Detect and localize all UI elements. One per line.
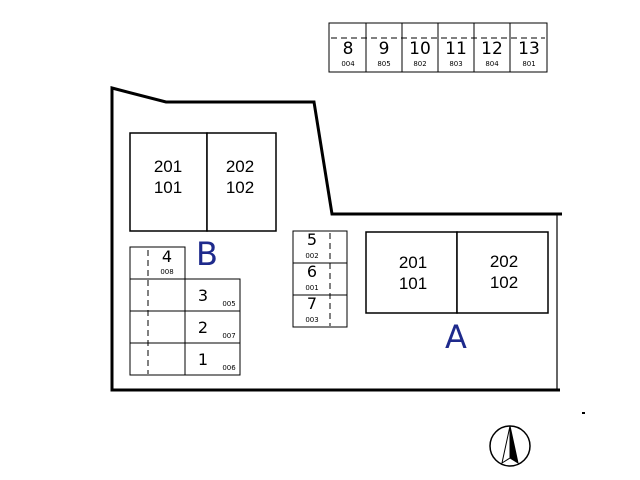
parking-code: 001 — [305, 284, 318, 292]
parking-code: 003 — [305, 316, 318, 324]
building-label: A — [445, 318, 467, 356]
parking-space: 12 804 — [481, 23, 511, 72]
tick-mark — [582, 412, 585, 414]
left-parking: 4 008 3 005 2 007 1 006 — [129, 246, 241, 376]
parking-space-frame — [129, 246, 186, 280]
parking-number: 9 — [379, 39, 390, 59]
unit-number: 101 — [154, 178, 182, 197]
unit-number: 101 — [399, 274, 427, 293]
top-parking-row: 8 004 9 805 10 802 11 803 12 804 13 801 — [328, 22, 548, 73]
parking-number: 3 — [198, 286, 208, 305]
parking-space: 8 004 — [341, 23, 367, 72]
parking-space: 9 805 — [377, 23, 403, 72]
building-b: 201 101 202 102 B — [129, 132, 277, 273]
parking-code: 008 — [160, 268, 173, 276]
parking-number: 13 — [518, 39, 540, 59]
parking-space-frame — [292, 294, 348, 328]
parking-number: 5 — [307, 230, 317, 249]
parking-space-frame — [129, 310, 186, 344]
building-a-unit-right — [456, 231, 549, 314]
parking-code: 804 — [485, 60, 499, 68]
unit-number: 201 — [154, 157, 182, 176]
parking-code: 002 — [305, 252, 318, 260]
parking-number: 1 — [198, 350, 208, 369]
unit-number: 202 — [490, 252, 518, 271]
parking-number: 2 — [198, 318, 208, 337]
unit-number: 201 — [399, 253, 427, 272]
parking-space-frame — [129, 278, 186, 312]
unit-number: 202 — [226, 157, 254, 176]
parking-number: 6 — [307, 262, 317, 281]
parking-number: 10 — [409, 39, 431, 59]
middle-parking: 5 002 6 001 7 003 — [292, 230, 348, 328]
parking-code: 805 — [377, 60, 390, 68]
building-a-unit-left — [365, 231, 458, 314]
parking-space-frame — [129, 342, 186, 376]
site-boundary — [110, 86, 562, 392]
parking-code: 006 — [222, 364, 236, 372]
parking-space-frame — [184, 310, 241, 344]
parking-number: 8 — [343, 39, 354, 59]
parking-space: 13 801 — [518, 39, 540, 68]
parking-code: 801 — [522, 60, 535, 68]
parking-number: 7 — [307, 294, 317, 313]
parking-code: 005 — [222, 300, 235, 308]
parking-number: 12 — [481, 39, 503, 59]
unit-number: 102 — [226, 178, 254, 197]
parking-code: 004 — [341, 60, 355, 68]
parking-code: 803 — [449, 60, 462, 68]
building-label: B — [196, 235, 218, 273]
building-b-unit-right — [206, 132, 277, 232]
parking-space-frame — [292, 262, 348, 296]
parking-space: 11 803 — [445, 23, 475, 72]
parking-number: 4 — [162, 247, 172, 266]
parking-space-frame — [184, 278, 241, 312]
parking-space: 10 802 — [409, 23, 439, 72]
parking-space-frame — [184, 342, 241, 376]
parking-number: 11 — [445, 39, 467, 59]
parking-code: 802 — [413, 60, 426, 68]
north-arrow-icon — [489, 425, 531, 467]
parking-space-frame — [292, 230, 348, 264]
parking-code: 007 — [222, 332, 235, 340]
building-a: 201 101 202 102 A — [365, 231, 549, 356]
unit-number: 102 — [490, 273, 518, 292]
